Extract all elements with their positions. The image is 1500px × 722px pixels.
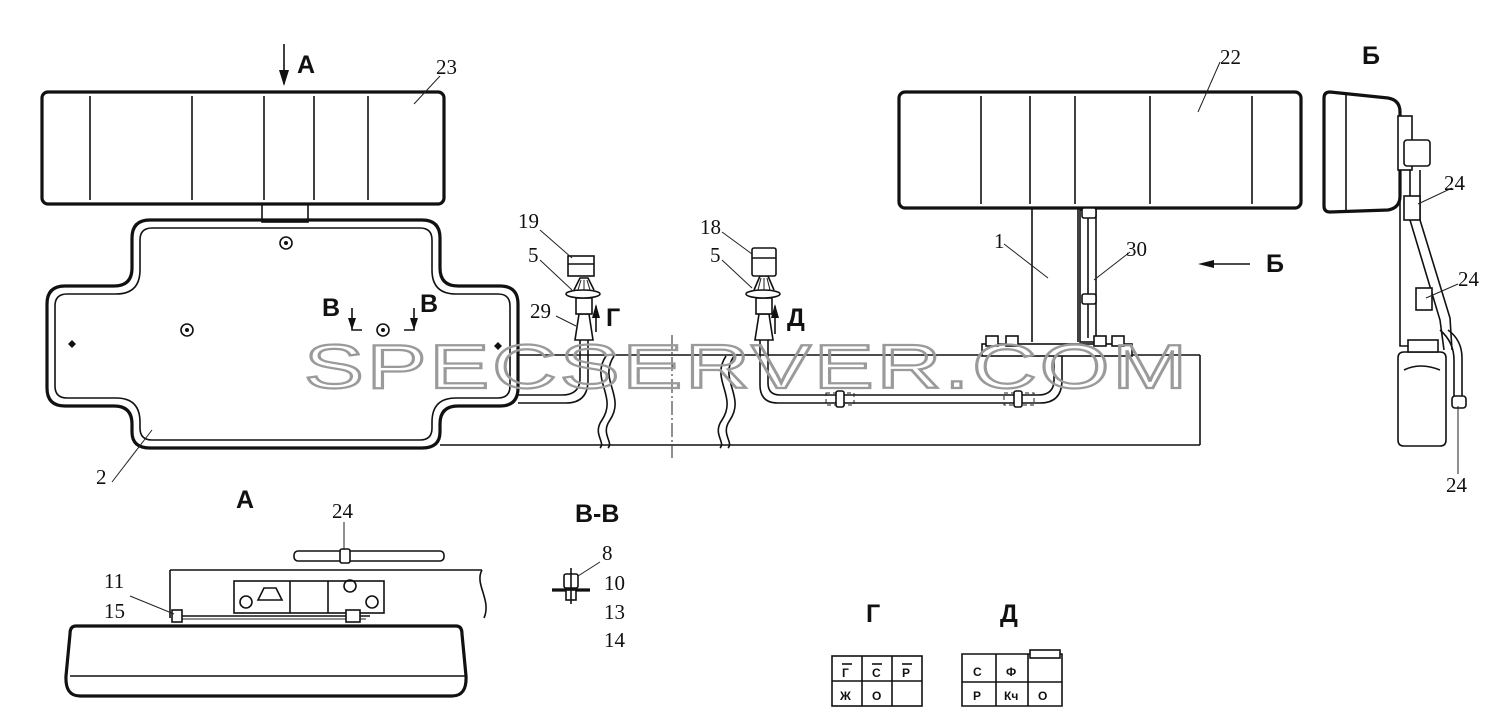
- part-label-23: 23: [436, 55, 457, 79]
- part-label-15: 15: [104, 599, 125, 623]
- part-label-5-left: 5: [528, 243, 539, 267]
- left-wire-harness: [518, 255, 601, 404]
- part-label-24-mid: 24: [1458, 267, 1480, 291]
- part-label-11: 11: [104, 569, 124, 593]
- view-a: [64, 548, 487, 698]
- pin-g-1: Г: [842, 666, 849, 680]
- section-label-vv: В-В: [575, 500, 619, 528]
- connector-pin-labels: Г С Р Ж О С Ф Р Кч О: [839, 665, 1047, 703]
- part-label-30: 30: [1126, 237, 1147, 261]
- part-label-24-view-a: 24: [332, 499, 354, 523]
- view-labels: А Б Б В В Г Д А В-В Г Д: [236, 42, 1380, 628]
- view-label-b-top: Б: [1362, 42, 1380, 70]
- pin-g-2: С: [872, 666, 881, 680]
- view-label-v-left: В: [322, 294, 340, 322]
- view-label-a-top: А: [297, 51, 315, 79]
- view-label-b-arrow: Б: [1266, 250, 1284, 278]
- pin-d-1: С: [973, 665, 982, 679]
- leader-lines: [111, 61, 1459, 615]
- view-label-g-connector: Г: [866, 600, 880, 628]
- pin-g-4: Ж: [839, 689, 851, 703]
- part-label-22: 22: [1220, 45, 1241, 69]
- section-vv-detail: [552, 568, 590, 604]
- mounting-plate-2: [45, 218, 520, 450]
- view-label-a-bottom: А: [236, 486, 254, 514]
- part-label-24-top: 24: [1444, 171, 1466, 195]
- part-label-2: 2: [96, 465, 107, 489]
- view-arrow-d: [771, 304, 779, 334]
- left-lamp-23: [40, 90, 446, 223]
- part-label-13: 13: [604, 600, 625, 624]
- view-arrow-a: [279, 44, 289, 86]
- pin-d-5: Кч: [1004, 689, 1018, 703]
- view-label-g-arrow: Г: [606, 304, 620, 332]
- part-label-19: 19: [518, 209, 539, 233]
- part-label-29: 29: [530, 299, 551, 323]
- watermark-text: SPECSERVER.COM: [304, 333, 1190, 402]
- part-number-labels: 23 22 1 30 2 19 5 29 18 5 24 24 24 24 11…: [96, 45, 1480, 652]
- view-arrow-b: [1198, 260, 1250, 268]
- bracket-1: [981, 207, 1133, 357]
- part-label-10: 10: [604, 571, 625, 595]
- pin-g-5: О: [872, 689, 881, 703]
- part-label-8: 8: [602, 541, 613, 565]
- right-lamp-22: [897, 90, 1303, 210]
- part-label-1: 1: [994, 229, 1005, 253]
- part-label-14: 14: [604, 628, 626, 652]
- view-label-d-arrow: Д: [787, 304, 805, 332]
- view-label-d-connector: Д: [1000, 600, 1018, 628]
- right-wire-harness: [745, 247, 1063, 408]
- frame-cross-member: [440, 335, 1201, 458]
- pin-d-2: Ф: [1006, 665, 1016, 679]
- view-arrow-g: [592, 304, 600, 332]
- view-label-v-right: В: [420, 290, 438, 318]
- view-b-side: [1322, 90, 1467, 447]
- pin-g-3: Р: [902, 666, 910, 680]
- connector-g-pinout: [831, 655, 923, 707]
- connector-d-pinout: [961, 649, 1063, 707]
- part-label-18: 18: [700, 215, 721, 239]
- pin-d-4: Р: [973, 689, 981, 703]
- part-label-5-right: 5: [710, 243, 721, 267]
- part-label-24-bottom: 24: [1446, 473, 1468, 497]
- pin-d-6: О: [1038, 689, 1047, 703]
- section-marks-vv: [348, 308, 418, 331]
